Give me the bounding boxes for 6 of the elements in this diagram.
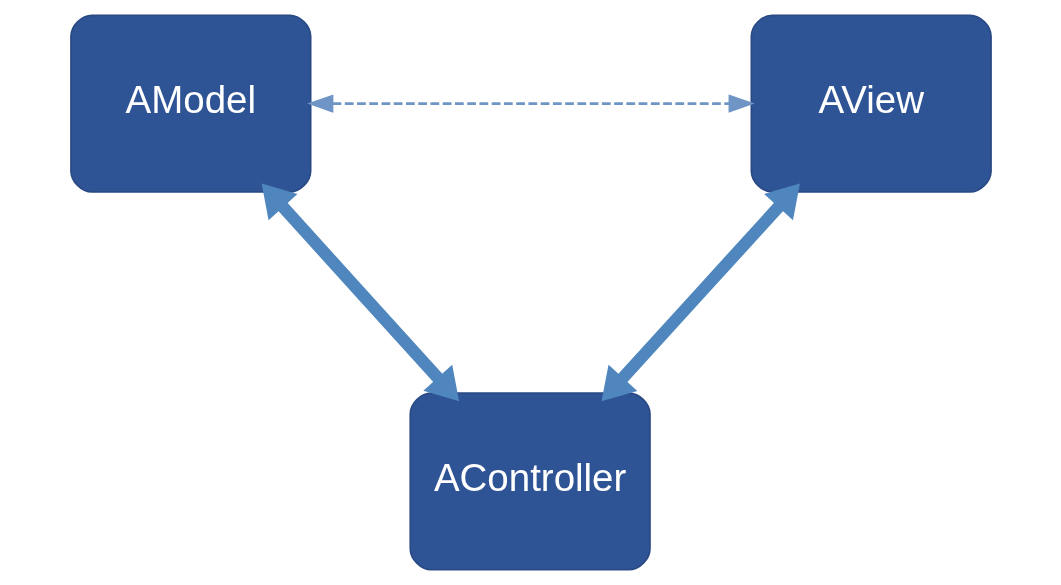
arrow xyxy=(306,94,755,113)
node-box: AModel xyxy=(69,14,311,193)
node-box: AView xyxy=(750,14,992,193)
node-box: AController xyxy=(408,392,651,571)
arrow xyxy=(261,183,459,402)
arrow xyxy=(601,183,800,402)
